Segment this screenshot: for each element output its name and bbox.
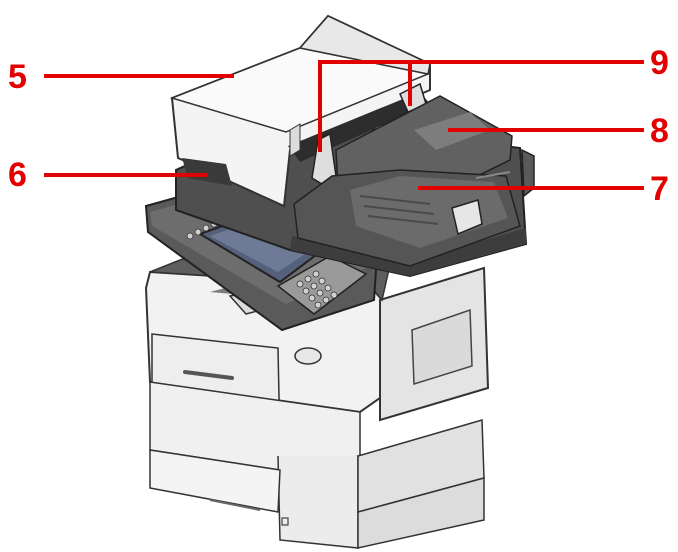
callout-9: 9 [650, 44, 669, 82]
callout-8: 8 [650, 112, 669, 150]
callout-line-9 [318, 60, 644, 152]
callout-lines [44, 60, 644, 190]
callout-numbers: 5 6 7 8 9 [8, 44, 669, 208]
callout-5: 5 [8, 58, 27, 96]
callout-7: 7 [650, 170, 669, 208]
callout-6: 6 [8, 156, 27, 194]
